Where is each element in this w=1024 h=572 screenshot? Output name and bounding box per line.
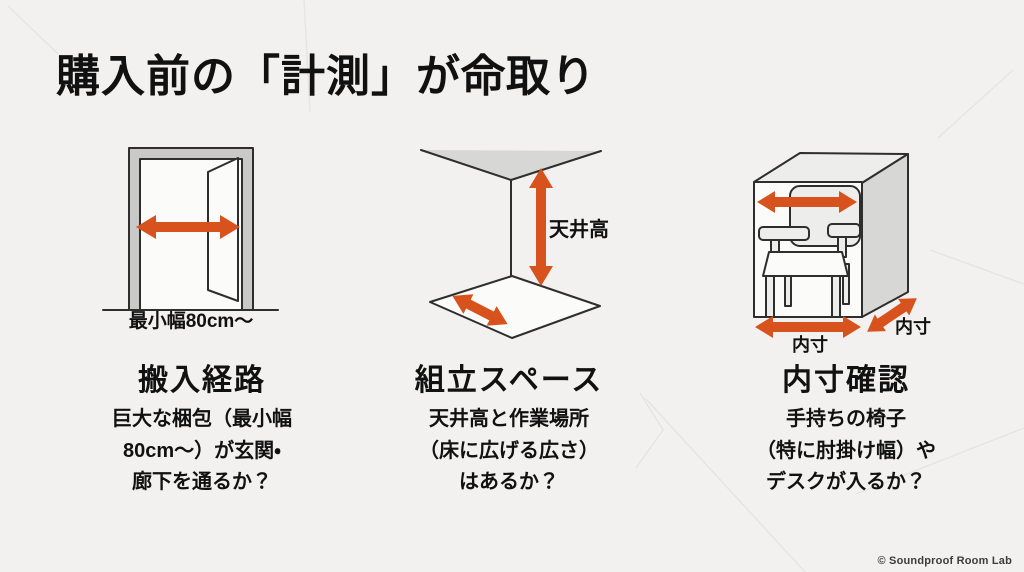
door-width-arrow-icon <box>136 215 240 239</box>
crease-line <box>929 249 1024 285</box>
floor-area <box>429 275 601 339</box>
watermark-credit: © Soundproof Room Lab <box>877 555 1012 567</box>
column-heading-carry-in-route: 搬入経路 <box>138 364 266 397</box>
crease-line <box>7 5 59 55</box>
floor-width-arrow-icon <box>452 294 508 326</box>
column-body-assembly-space: 天井高と作業場所 （床に広げる広さ） はあるか？ <box>419 408 599 494</box>
inner-width-bottom-arrow-icon <box>755 316 861 338</box>
column-heading-assembly-space: 組立スペース <box>414 364 604 397</box>
door-illustration <box>102 147 279 311</box>
ceiling-height-label: 天井高 <box>549 219 609 241</box>
chair-armrest <box>827 223 861 238</box>
box-front-outline <box>753 181 863 318</box>
chair-front-leg <box>765 275 775 318</box>
inner-depth-arrow-icon <box>867 298 917 332</box>
inner-width-top-arrow-icon <box>757 191 857 213</box>
column-body-carry-in-route: 巨大な梱包（最小幅 80cm〜）が玄関・ 廊下を通るか？ <box>112 408 292 494</box>
chair-front-leg <box>831 275 841 318</box>
crease-line <box>855 427 1024 495</box>
ceiling-height-arrow-icon <box>529 168 553 286</box>
crease-line <box>635 392 664 469</box>
chair-armrest <box>758 226 810 241</box>
page-title: 購入前の「計測」が命取り <box>56 52 596 101</box>
crease-line <box>644 397 806 572</box>
room-corner-illustration <box>420 149 602 339</box>
min-width-label: 最小幅80cm〜 <box>128 311 254 332</box>
ceiling-plane <box>421 150 601 180</box>
inner-width-label: 内寸 <box>792 335 828 355</box>
chair-in-box-illustration <box>753 152 917 338</box>
chair-seat <box>762 251 849 277</box>
column-body-inner-dimensions: 手持ちの椅子 （特に肘掛け幅）や デスクが入るか？ <box>756 408 936 494</box>
column-heading-inner-dimensions: 内寸確認 <box>782 364 910 397</box>
crease-line <box>303 0 311 113</box>
crease-line <box>937 69 1014 139</box>
inner-depth-label: 内寸 <box>895 317 931 337</box>
box-right-face <box>861 153 909 318</box>
